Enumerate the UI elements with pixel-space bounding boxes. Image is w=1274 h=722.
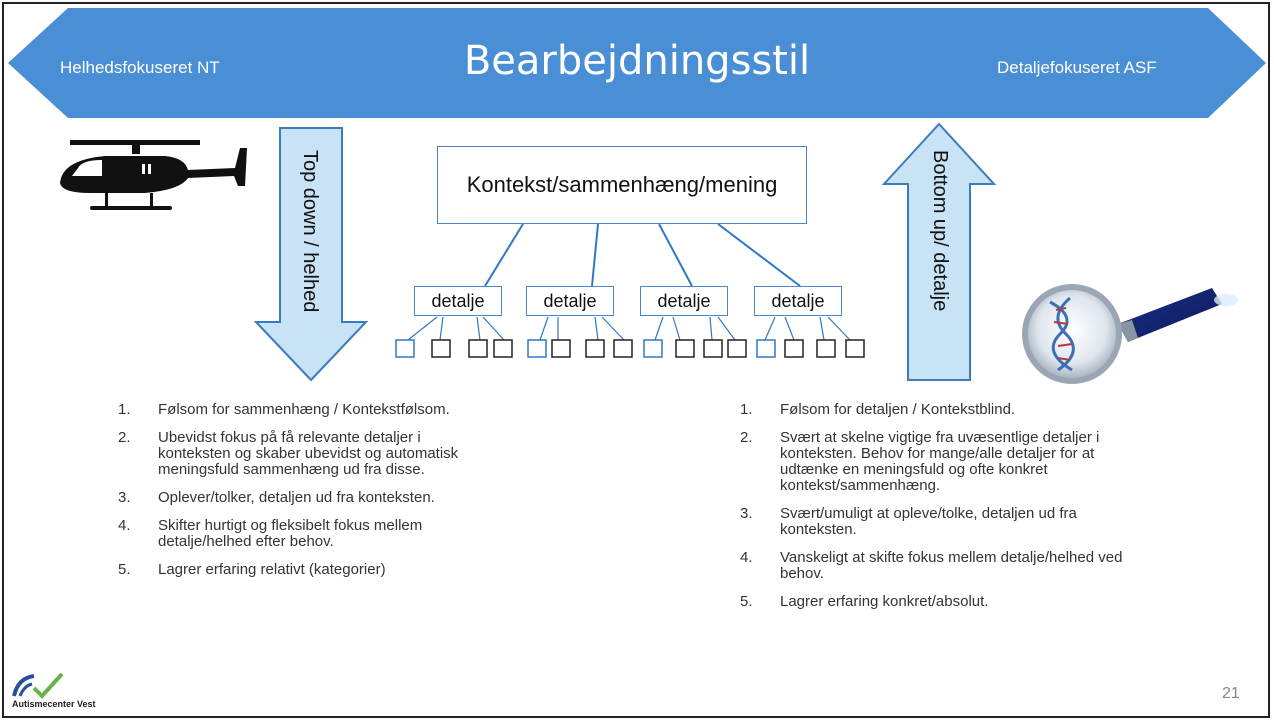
- list-line: Oplever/tolker, detaljen ud fra kontekst…: [158, 489, 435, 506]
- list-number: 1.: [740, 401, 753, 418]
- list-line: meningsfuld sammenhæng ud fra disse.: [158, 461, 425, 478]
- banner-right-label: Detaljefokuseret ASF: [997, 58, 1157, 77]
- detail-box: detalje: [754, 286, 842, 316]
- list-line: konteksten. Behov for mange/alle detalje…: [780, 445, 1095, 462]
- list-item: 1. Følsom for detaljen / Kontekstblind.: [740, 402, 1240, 418]
- right-list: 1. Følsom for detaljen / Kontekstblind. 2…: [740, 402, 1240, 622]
- list-line: Skifter hurtigt og fleksibelt fokus mell…: [158, 517, 423, 534]
- autismecenter-vest-logo: [12, 672, 64, 699]
- detail-box: detalje: [526, 286, 614, 316]
- top-down-arrow: [253, 127, 369, 382]
- list-item: 2. Svært at skelne vigtige fra uvæsentlig…: [740, 430, 1240, 494]
- bottom-up-arrow: [881, 122, 997, 381]
- bottom-up-label: Bottom up/ detalje: [929, 150, 951, 312]
- list-line: behov.: [780, 565, 824, 582]
- helicopter-icon: [60, 140, 247, 210]
- list-line: kontekst/sammenhæng.: [780, 477, 941, 494]
- list-number: 5.: [740, 593, 753, 610]
- list-line: Svært at skelne vigtige fra uvæsentlige …: [780, 429, 1100, 446]
- list-item: 5. Lagrer erfaring relativt (kategorier): [118, 562, 598, 578]
- list-number: 1.: [118, 401, 131, 418]
- list-number: 4.: [740, 549, 753, 566]
- tree-connectors: [395, 223, 865, 358]
- list-line: konteksten og skaber ubevidst og automat…: [158, 445, 459, 462]
- list-number: 4.: [118, 517, 131, 534]
- list-line: Vanskeligt at skifte fokus mellem detalj…: [780, 549, 1123, 566]
- list-line: Lagrer erfaring konkret/absolut.: [780, 593, 989, 610]
- list-line: konteksten.: [780, 521, 857, 538]
- list-line: Svært/umuligt at opleve/tolke, detaljen …: [780, 505, 1077, 522]
- detail-box: detalje: [640, 286, 728, 316]
- list-item: 1. Følsom for sammenhæng / Kontekstfølsom…: [118, 402, 598, 418]
- left-list: 1. Følsom for sammenhæng / Kontekstfølsom…: [118, 402, 598, 590]
- banner-double-arrow: [8, 8, 1266, 118]
- list-line: Lagrer erfaring relativt (kategorier): [158, 561, 386, 578]
- list-item: 2. Ubevidst fokus på få relevante detalje…: [118, 430, 598, 478]
- list-item: 3. Svært/umuligt at opleve/tolke, detalje…: [740, 506, 1240, 538]
- list-number: 3.: [740, 505, 753, 522]
- top-down-label: Top down / helhed: [299, 150, 321, 313]
- list-line: Ubevidst fokus på få relevante detaljer …: [158, 429, 421, 446]
- banner-left-label: Helhedsfokuseret NT: [60, 58, 220, 77]
- list-item: 4. Skifter hurtigt og fleksibelt fokus me…: [118, 518, 598, 550]
- list-number: 3.: [118, 489, 131, 506]
- list-number: 2.: [740, 429, 753, 446]
- detail-box: detalje: [414, 286, 502, 316]
- list-line: Følsom for detaljen / Kontekstblind.: [780, 401, 1016, 418]
- slide-title: Bearbejdningsstil: [463, 38, 811, 84]
- list-line: detalje/helhed efter behov.: [158, 533, 334, 550]
- list-number: 2.: [118, 429, 131, 446]
- list-item: 5. Lagrer erfaring konkret/absolut.: [740, 594, 1240, 610]
- list-line: udtænke en meningsfuld og ofte konkret: [780, 461, 1048, 478]
- list-item: 3. Oplever/tolker, detaljen ud fra kontek…: [118, 490, 598, 506]
- page-number: 21: [1222, 685, 1240, 702]
- list-line: Følsom for sammenhæng / Kontekstfølsom.: [158, 401, 450, 418]
- list-number: 5.: [118, 561, 131, 578]
- magnifying-glass-dna-icon: [1022, 284, 1238, 384]
- logo-text: Autismecenter Vest: [12, 699, 96, 709]
- list-item: 4. Vanskeligt at skifte fokus mellem deta…: [740, 550, 1240, 582]
- context-box: Kontekst/sammenhæng/mening: [437, 146, 807, 224]
